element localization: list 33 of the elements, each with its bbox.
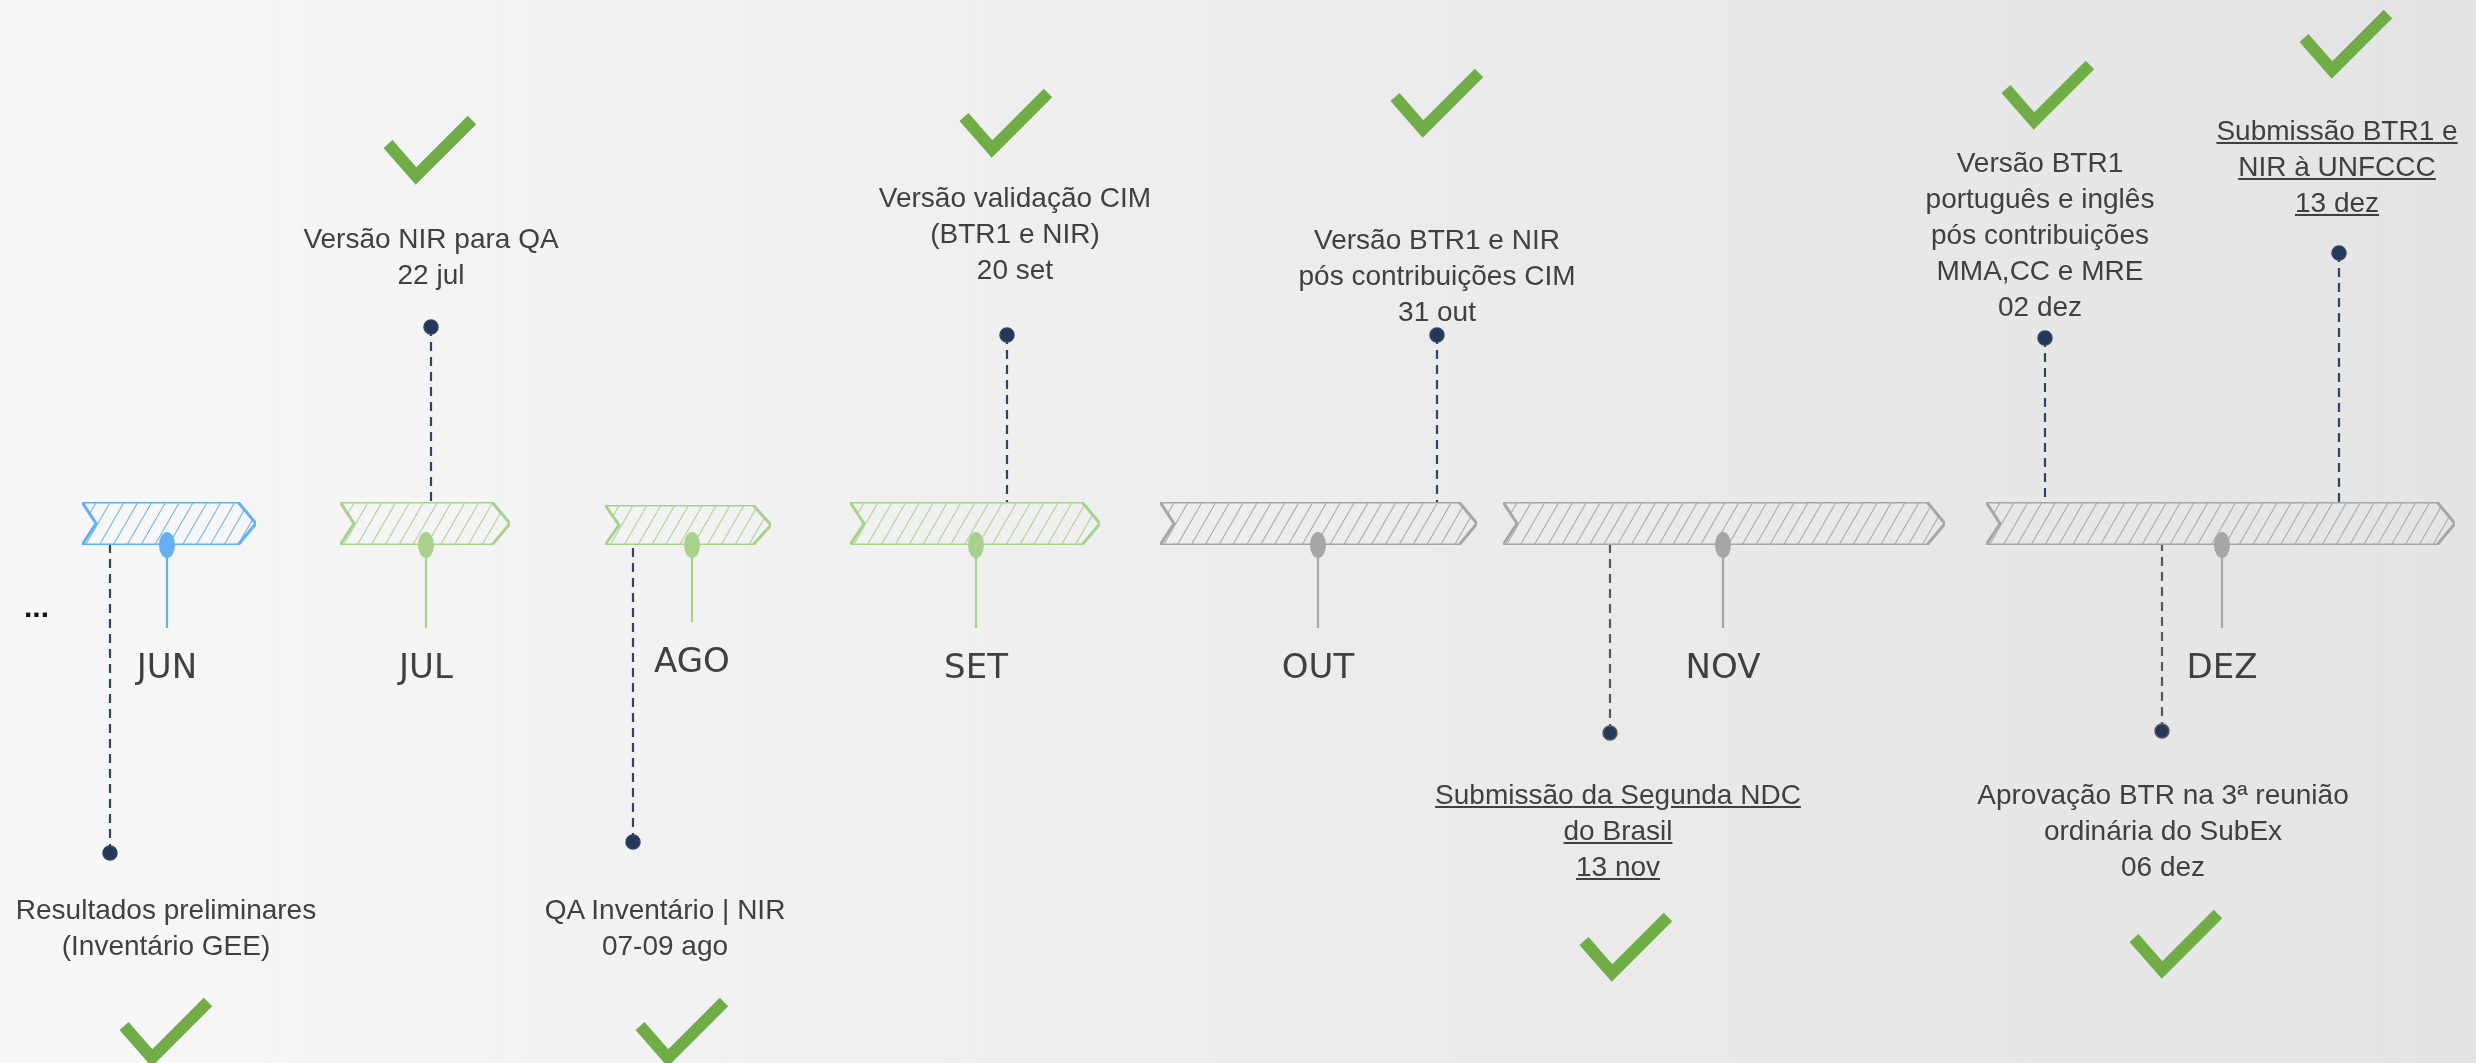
date-label: 02 dez [1996,290,2084,324]
event-label: Resultados preliminares (Inventário GEE) [14,893,318,963]
event-label: Versão validação CIM (BTR1 e NIR) [877,181,1153,251]
event-label: Versão BTR1 português e inglês pós contribuições MMA,CC e MRE [1924,146,2156,288]
event-label: QA Inventário | NIR [543,893,787,927]
leader-line [1602,545,1618,741]
month-label: JUL [366,628,486,688]
leader-line [2154,545,2170,739]
leader-line [1429,327,1445,502]
event-label: Submissão BTR1 e NIR à UNFCCC [2215,114,2459,184]
date-label: 31 out [1397,295,1477,329]
ellipsis-label: ... [24,590,49,624]
date-label: 20 set [975,253,1055,287]
leader-line [2331,245,2347,502]
month-label: AGO [632,622,752,682]
event-label: Aprovação BTR na 3ª reunião ordinária do SubEx [1976,778,2350,848]
leader-line [102,545,118,861]
date-label: 07-09 ago [600,929,730,963]
month-label: SET [916,628,1036,688]
event-label: Submissão da Segunda NDC do Brasil [1434,778,1802,848]
leader-line [999,327,1015,502]
month-label: DEZ [2162,628,2282,688]
leader-line [625,545,641,850]
month-label: OUT [1258,628,1378,688]
date-label: 13 dez [2293,186,2381,220]
leader-line [423,319,439,502]
date-label: 06 dez [2119,850,2207,884]
month-label: JUN [107,628,227,688]
date-label: 13 nov [1574,850,1662,884]
event-label: Versão BTR1 e NIR pós contribuições CIM [1297,223,1577,293]
month-label: NOV [1663,628,1783,688]
date-label: 22 jul [396,258,466,292]
event-label: Versão NIR para QA [302,222,560,256]
